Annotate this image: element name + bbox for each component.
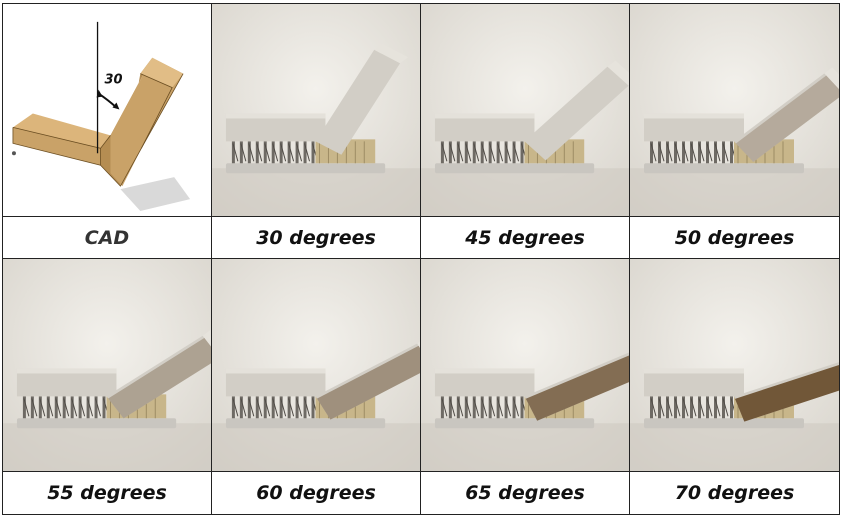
overhang-roughness <box>735 364 839 422</box>
base-plate <box>225 418 386 429</box>
inclined-arm <box>106 335 211 419</box>
sample-label-5: 65 degrees <box>421 472 630 514</box>
base-plate <box>16 418 177 429</box>
overhang-roughness <box>735 75 839 162</box>
sample-label-2: 50 degrees <box>630 217 839 259</box>
overhang-roughness <box>108 337 211 419</box>
cad-horizontal-arm-front <box>12 127 101 166</box>
sample-photo-6 <box>630 259 839 472</box>
base-plate <box>644 418 804 429</box>
support-structure <box>231 141 318 164</box>
cad-shadow <box>120 177 191 212</box>
sample-label-6: 70 degrees <box>674 482 795 504</box>
overhang-roughness <box>525 355 629 421</box>
inclined-arm <box>734 73 839 162</box>
sample-photo-2 <box>630 4 839 217</box>
sample-label-1: 45 degrees <box>421 217 630 259</box>
inclined-arm <box>315 49 401 155</box>
cad-label: CAD <box>3 217 212 259</box>
inclined-arm <box>315 343 420 420</box>
sample-label-3: 55 degrees <box>3 472 212 514</box>
sample-photo-render <box>3 259 211 471</box>
sample-photo-5 <box>421 259 630 472</box>
base-plate <box>434 163 595 174</box>
base-plate <box>434 418 595 429</box>
cad-inclined-arm-front <box>110 57 184 187</box>
inclined-arm <box>524 66 629 161</box>
base-plate <box>225 163 386 174</box>
support-structure <box>650 141 737 164</box>
sample-photo-render <box>212 4 420 216</box>
support-structure <box>440 141 527 164</box>
base-plate <box>644 163 804 174</box>
cad-horizontal-arm-top <box>12 113 111 149</box>
sample-photo-render <box>630 4 839 216</box>
sample-photo-3 <box>3 259 212 472</box>
support-structure <box>231 396 318 419</box>
overhang-roughness <box>316 345 420 420</box>
cad-image-cell: 30 <box>3 4 212 217</box>
sample-photo-render <box>421 259 629 471</box>
support-structure <box>440 396 527 419</box>
sample-photo-render <box>630 259 839 471</box>
sample-label-0: 30 degrees <box>212 217 421 259</box>
cad-angle-label: 30 <box>105 73 123 88</box>
sample-photo-render <box>421 4 629 216</box>
sample-label-4: 60 degrees <box>212 472 421 514</box>
figure-grid: 30 CAD 30 degrees 45 degrees 50 degrees … <box>2 3 840 515</box>
sample-photo-0 <box>212 4 421 217</box>
cad-model-image: 30 <box>11 21 191 212</box>
sample-photo-render <box>212 259 420 471</box>
support-structure <box>22 396 109 419</box>
sample-photo-1 <box>421 4 630 217</box>
cad-inclined-arm-top <box>140 57 184 88</box>
sample-photo-4 <box>212 259 421 472</box>
support-structure <box>650 396 737 419</box>
